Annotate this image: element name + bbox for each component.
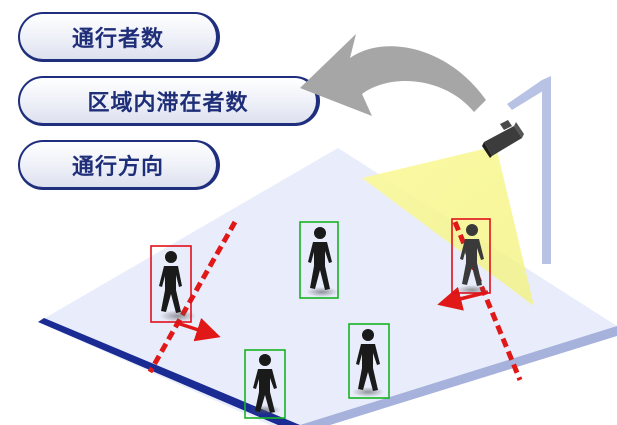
camera-beam <box>362 146 534 306</box>
direction-arrow-left <box>176 317 221 342</box>
label-direction: 通行方向 <box>18 140 220 190</box>
detection-box <box>299 221 339 299</box>
camera-pole <box>542 80 551 264</box>
person-4 <box>244 349 286 419</box>
data-flow-arrow <box>300 34 486 116</box>
camera <box>482 120 524 158</box>
detection-box <box>244 349 286 419</box>
label-stay-count: 区域内滞在者数 <box>18 76 320 126</box>
person-5 <box>348 323 390 399</box>
detection-box-counted <box>150 245 192 323</box>
person-3 <box>451 218 491 295</box>
counting-line-left <box>147 220 238 374</box>
label-pass-count: 通行者数 <box>18 12 220 62</box>
detection-box <box>348 323 390 399</box>
detection-box-counted <box>451 218 491 294</box>
label-pass-count-text: 通行者数 <box>71 26 164 52</box>
floor-edge-left <box>38 318 300 425</box>
camera-arm <box>507 76 551 110</box>
person-2 <box>299 221 339 299</box>
floor-edge-right <box>300 326 617 425</box>
person-1 <box>150 245 196 323</box>
label-stay-count-text: 区域内滞在者数 <box>87 90 249 116</box>
label-direction-text: 通行方向 <box>71 154 164 180</box>
